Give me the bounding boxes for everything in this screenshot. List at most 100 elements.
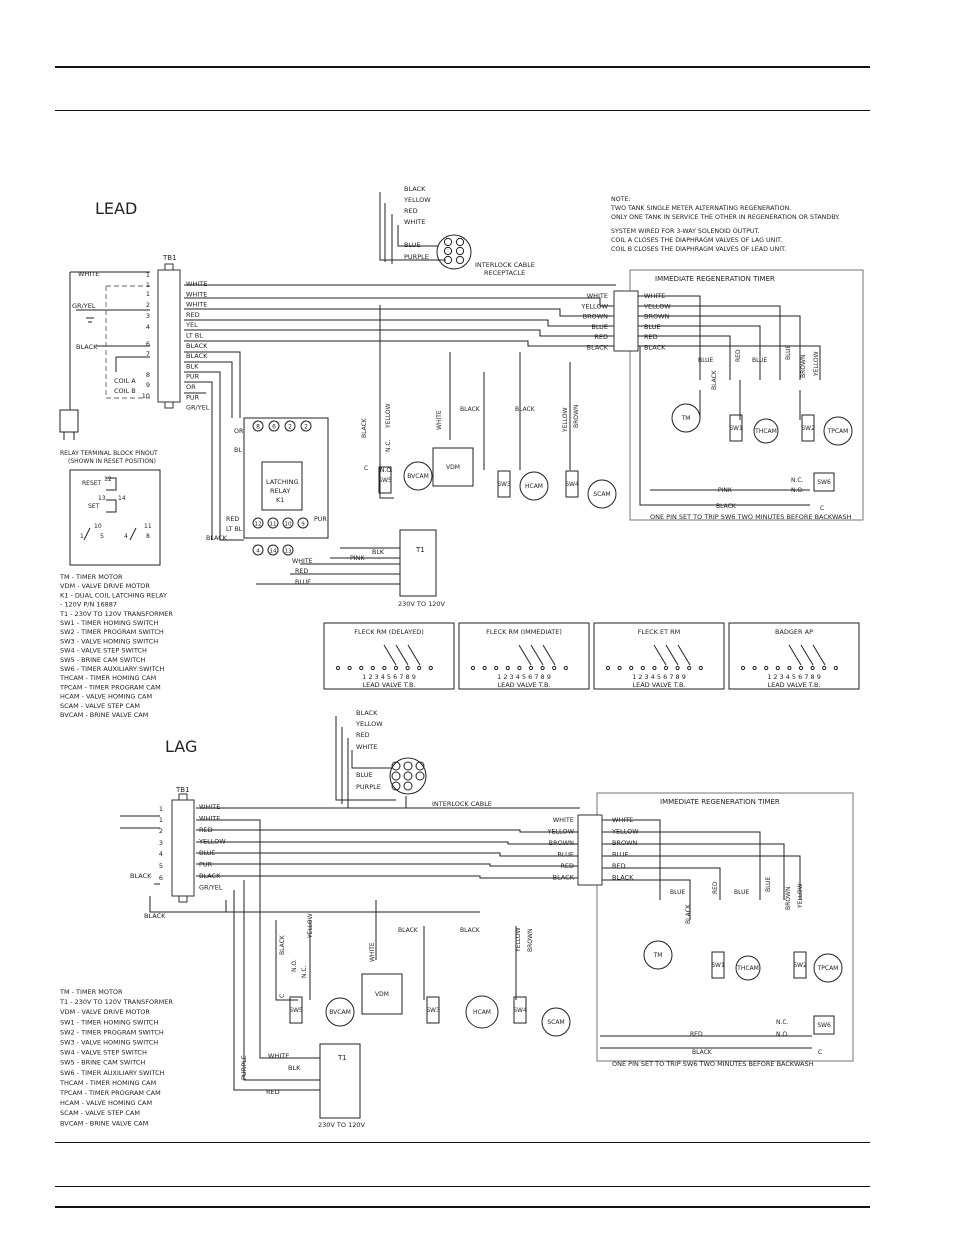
- relay-pin: [297, 517, 309, 529]
- variant-terminal: [552, 665, 557, 671]
- component-label: VDM: [446, 464, 460, 471]
- timer-wire-left: BROWN: [549, 839, 575, 847]
- wire-label: N.C.: [776, 1019, 789, 1026]
- relay-pin-number: 13: [285, 549, 292, 555]
- relay-pin-number: 8: [256, 424, 260, 431]
- interlock-wire-label: RED: [356, 731, 370, 739]
- transformer-wire-label: WHITE: [268, 1052, 289, 1060]
- interlock-wire-label: WHITE: [356, 743, 377, 751]
- timer-wire-left: WHITE: [587, 292, 608, 300]
- transformer-wire-label: RED: [266, 1088, 280, 1096]
- legend-line: BVCAM - BRINE VALVE CAM: [60, 711, 148, 719]
- component-label: SW1: [729, 425, 743, 432]
- lag-t1-caption: 230V TO 120V: [318, 1121, 365, 1129]
- variant-terminal: [629, 665, 634, 671]
- lag-interlock-receptacle: [389, 757, 427, 795]
- wire-label: YELLOW: [813, 351, 820, 377]
- tb1-terminal-number: 2: [146, 301, 150, 309]
- wire-label: C: [818, 1049, 822, 1056]
- legend-line: SW2 - TIMER PROGRAM SWITCH: [60, 1028, 164, 1036]
- variant-box: [323, 622, 455, 690]
- variant-title: FLECK RM (IMMEDIATE): [486, 628, 562, 636]
- component-circle: [753, 418, 779, 444]
- lead-transformer: [399, 529, 437, 597]
- tb1-terminal-number: 1: [146, 281, 150, 289]
- relay-pin: [267, 544, 279, 556]
- wire-label: BLACK: [515, 406, 536, 413]
- relay-pin-number: 2: [288, 424, 292, 431]
- wire-label: C: [364, 465, 368, 472]
- component-circle: [465, 995, 499, 1029]
- component-box: [565, 470, 579, 498]
- legend-line: SW2 - TIMER PROGRAM SWITCH: [60, 628, 164, 636]
- wire-label: BLUE: [670, 889, 686, 896]
- variant-box: [458, 622, 590, 690]
- timer-wire-right: RED: [644, 333, 658, 341]
- note-line: COIL B CLOSES THE DIAPHRAGM VALVES OF LE…: [611, 246, 786, 253]
- tb1-wire-label: OR: [186, 383, 196, 391]
- relay-wire-label: OR: [234, 428, 244, 435]
- wire-label: BLACK: [692, 1049, 713, 1056]
- relay-pin-number: 4: [256, 549, 260, 555]
- tb1-wire-label: LT BL: [186, 332, 203, 340]
- wire-label: BLACK: [361, 417, 368, 438]
- relay-pin-number: 14: [118, 495, 126, 502]
- relay-pin-number: 12: [255, 522, 262, 528]
- component-circle: [735, 955, 761, 981]
- interlock-wire-label: BLUE: [356, 771, 373, 779]
- variant-terminal: [698, 665, 703, 671]
- variant-terminal: [740, 665, 746, 671]
- receptacle-pin: [455, 237, 465, 247]
- component-box: [711, 951, 725, 979]
- tb1-wire-label: BLACK: [186, 352, 208, 360]
- tb1-terminal-number: 6: [146, 340, 150, 348]
- wire-label: YELLOW: [385, 403, 392, 429]
- tb1-terminal-number: 6: [159, 874, 163, 882]
- component-label: SCAM: [593, 491, 610, 498]
- tb1-wire-label: PUR: [186, 393, 200, 401]
- variant-terminal: [640, 665, 645, 671]
- interlock-wire-label: YELLOW: [355, 720, 383, 728]
- variant-terminal: [810, 665, 815, 671]
- interlock-wire-label: BLACK: [404, 185, 426, 193]
- tb1-wire-label: WHITE: [186, 280, 207, 288]
- legend-line: - 120V P/N 16887: [60, 601, 117, 609]
- variant-jumper: [788, 644, 826, 666]
- relay-pin-number: 6: [272, 424, 276, 431]
- wire-label: BLACK: [460, 927, 481, 934]
- transformer-wire-label: BLACK: [144, 912, 166, 920]
- variant-terminal: [494, 665, 499, 671]
- component-label: SW3: [426, 1007, 440, 1014]
- variant-terminal: [540, 665, 545, 671]
- relay-wire-label: PUR: [314, 516, 327, 523]
- relay-pin: [300, 420, 312, 432]
- tb1-terminal-number: 8: [146, 371, 150, 379]
- tb1-wire-label: WHITE: [186, 301, 207, 309]
- tb1-terminal-number: 4: [146, 323, 150, 331]
- wire-label: BROWN: [785, 887, 792, 910]
- tb1-wire-label: BLK: [186, 362, 199, 370]
- wire-label: BLUE: [698, 357, 714, 364]
- relay-wire-label: RED: [295, 568, 308, 575]
- component-circle: [541, 1007, 571, 1037]
- wire-label: RED: [712, 881, 719, 894]
- note-line: SYSTEM WIRED FOR 3-WAY SOLENOID OUTPUT.: [611, 228, 760, 235]
- legend-line: HCAM - VALVE HOMING CAM: [60, 1099, 152, 1107]
- relay-pin-number: 4: [124, 533, 128, 540]
- variant-terminal: [563, 665, 568, 671]
- variant-terminal: [370, 665, 375, 671]
- wire-label: N.O.: [291, 959, 298, 972]
- lead-feed-white: WHITE: [78, 270, 99, 278]
- variant-box: [593, 622, 725, 690]
- component-label: TM: [681, 415, 691, 422]
- legend-line: SCAM - VALVE STEP CAM: [60, 702, 140, 710]
- component-label: SW6: [817, 479, 831, 486]
- legend-line: HCAM - VALVE HOMING CAM: [60, 693, 152, 701]
- relay-wire-label: LT BL: [226, 526, 243, 533]
- lag-interlock-label: INTERLOCK CABLE: [432, 800, 492, 808]
